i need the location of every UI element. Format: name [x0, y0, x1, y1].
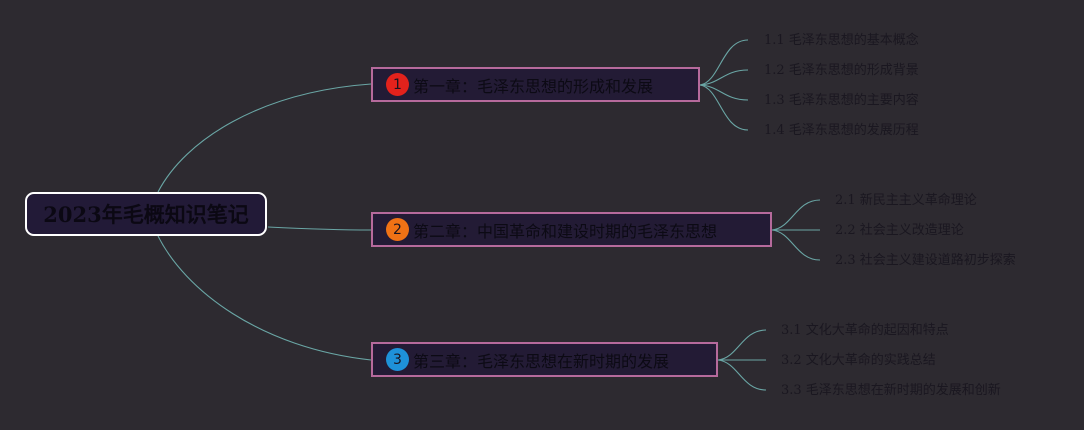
chapter-3-item-3[interactable]: 3.3 毛泽东思想在新时期的发展和创新	[781, 383, 1001, 398]
number-2-icon: 2	[386, 218, 409, 241]
chapter-2-item-2[interactable]: 2.2 社会主义改造理论	[835, 223, 964, 238]
edge-ch3-item-1	[717, 329, 767, 361]
edge-root-chapter-3	[157, 235, 372, 361]
chapter-1-item-1[interactable]: 1.1 毛泽东思想的基本概念	[764, 33, 919, 48]
chapter-3-node[interactable]: 3 第三章：毛泽东思想在新时期的发展	[371, 342, 718, 377]
edge-ch1-item-3	[699, 84, 749, 101]
edge-ch2-item-1	[771, 199, 821, 231]
chapter-2-item-3[interactable]: 2.3 社会主义建设道路初步探索	[835, 253, 1016, 268]
chapter-3-item-1[interactable]: 3.1 文化大革命的起因和特点	[781, 323, 949, 338]
edge-ch1-item-1	[699, 39, 749, 86]
chapter-3-item-2[interactable]: 3.2 文化大革命的实践总结	[781, 353, 936, 368]
chapter-1-node[interactable]: 1 第一章：毛泽东思想的形成和发展	[371, 67, 700, 102]
edge-ch1-item-4	[699, 84, 749, 131]
chapter-2-node[interactable]: 2 第二章：中国革命和建设时期的毛泽东思想	[371, 212, 772, 247]
chapter-1-item-2[interactable]: 1.2 毛泽东思想的形成背景	[764, 63, 919, 78]
edge-ch3-item-3	[717, 359, 767, 391]
chapter-1-item-3[interactable]: 1.3 毛泽东思想的主要内容	[764, 93, 919, 108]
edge-ch1-item-2	[699, 69, 749, 86]
edge-root-chapter-2	[267, 226, 372, 231]
number-1-icon: 1	[386, 73, 409, 96]
chapter-3-title: 第三章：毛泽东思想在新时期的发展	[413, 351, 670, 371]
chapter-2-item-1[interactable]: 2.1 新民主主义革命理论	[835, 193, 977, 208]
edge-ch2-item-3	[771, 229, 821, 261]
chapter-1-item-4[interactable]: 1.4 毛泽东思想的发展历程	[764, 123, 919, 138]
number-3-icon: 3	[386, 348, 409, 371]
edge-root-chapter-1	[157, 83, 372, 193]
chapter-2-title: 第二章：中国革命和建设时期的毛泽东思想	[413, 221, 718, 241]
chapter-1-title: 第一章：毛泽东思想的形成和发展	[413, 76, 654, 96]
root-topic[interactable]: 2023年毛概知识笔记	[25, 192, 267, 236]
